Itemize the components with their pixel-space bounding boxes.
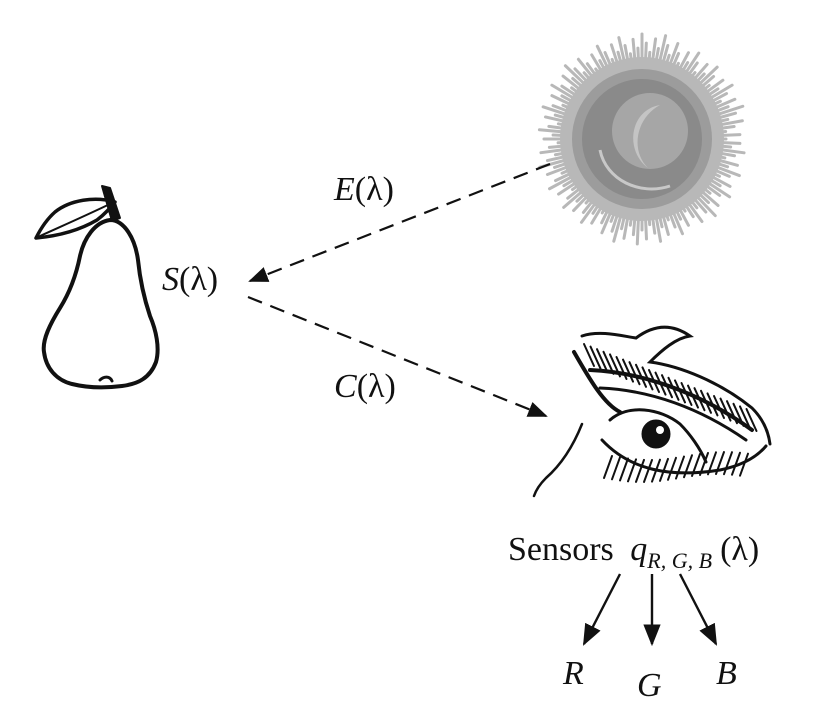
brow-hatch-stroke [589, 345, 602, 370]
cheek-hatch-stroke [675, 455, 685, 480]
brow-hatch-stroke [706, 392, 719, 417]
sensor-output-arrows [582, 573, 718, 647]
output-label-r: R [562, 655, 584, 692]
brow-hatch-stroke [622, 358, 634, 383]
brow-hatch-stroke [596, 348, 608, 373]
sun-ray [563, 64, 588, 87]
brow-hatch-stroke [732, 402, 745, 427]
sun-ray [671, 209, 684, 236]
brow-hatch-stroke [648, 369, 660, 393]
brow-hatch-stroke [693, 387, 706, 412]
illuminant-arrow [248, 162, 551, 283]
brow-hatch-stroke [745, 408, 758, 432]
brow-hatch-stroke [713, 395, 725, 419]
brow-hatch-stroke [700, 389, 712, 414]
sun-ray [579, 200, 598, 224]
cheek-hatch-stroke [651, 458, 661, 483]
cheek-hatch-stroke [739, 452, 749, 477]
brow-hatch-stroke [687, 384, 699, 409]
sun-ray [562, 188, 585, 209]
cheek-hatch-stroke [723, 451, 733, 476]
output-label-b: B [716, 655, 737, 692]
sun-ray [705, 180, 732, 199]
sun-ray [654, 214, 663, 243]
brow-hatch-stroke [661, 374, 673, 399]
eye-icon [532, 325, 772, 498]
cheek-hatch-stroke [667, 456, 677, 481]
sun-ray [707, 83, 734, 101]
output-label-g: G [637, 667, 662, 704]
cheek-hatch-stroke [691, 452, 701, 477]
sun-ray [595, 44, 610, 71]
cheek-hatch-stroke [627, 458, 637, 483]
color-signal-label: C(λ) [334, 368, 396, 405]
sun-ray [714, 104, 745, 117]
brow-hatch-stroke [719, 397, 732, 422]
brow-hatch-stroke [726, 400, 738, 425]
cheek-hatch-stroke [611, 456, 621, 481]
sun-icon [537, 32, 746, 246]
sun-ray [612, 212, 623, 243]
sun-ray [548, 174, 575, 191]
brow-hatch-stroke [739, 405, 751, 430]
brow-hatch-stroke [602, 350, 615, 375]
pear-icon [34, 185, 160, 390]
sun-ray [537, 128, 566, 134]
brow-hatch-stroke [654, 371, 667, 396]
brow-hatch-stroke [583, 343, 595, 367]
sun-ray [635, 215, 641, 246]
cheek-hatch-stroke [715, 451, 725, 476]
brow-hatch-stroke [635, 363, 647, 388]
arrow-to-r [582, 573, 622, 646]
cheek-hatch-stroke [619, 457, 629, 482]
cheek-hatch-stroke [731, 451, 741, 476]
sun-ray [683, 51, 701, 76]
brow-hatch-stroke [680, 382, 693, 406]
sun-ray [617, 36, 627, 65]
brow-hatch-stroke [609, 353, 621, 378]
arrow-to-b [678, 573, 718, 646]
cheek-hatch-stroke [643, 458, 653, 483]
sun-ray [657, 34, 668, 65]
cheek-hatch-stroke [683, 454, 693, 479]
sun-ray [696, 65, 719, 87]
reflectance-label: S(λ) [162, 261, 218, 298]
sun-ray [713, 164, 741, 178]
sun-ray [541, 105, 570, 117]
brow-hatch-stroke [615, 356, 628, 380]
cheek-hatch-stroke [659, 457, 669, 482]
sun-ray [717, 119, 744, 127]
brow-hatch-stroke [674, 379, 686, 404]
color-signal-arrow [247, 295, 548, 418]
sun-ray [550, 83, 577, 101]
cheek-hatch-stroke [699, 451, 709, 476]
cheek-hatch-stroke [603, 455, 613, 479]
sensors-label: Sensors qR, G, B(λ) [508, 531, 759, 573]
sun-ray [694, 193, 717, 218]
cheek-hatch-stroke [707, 451, 717, 476]
cheek-hatch-stroke [635, 458, 645, 483]
brow-hatch-stroke [667, 376, 680, 401]
brow-hatch-stroke [641, 366, 654, 391]
illuminant-label: E(λ) [333, 171, 394, 208]
brow-hatch-stroke [628, 361, 641, 386]
sun-ray [717, 147, 746, 155]
